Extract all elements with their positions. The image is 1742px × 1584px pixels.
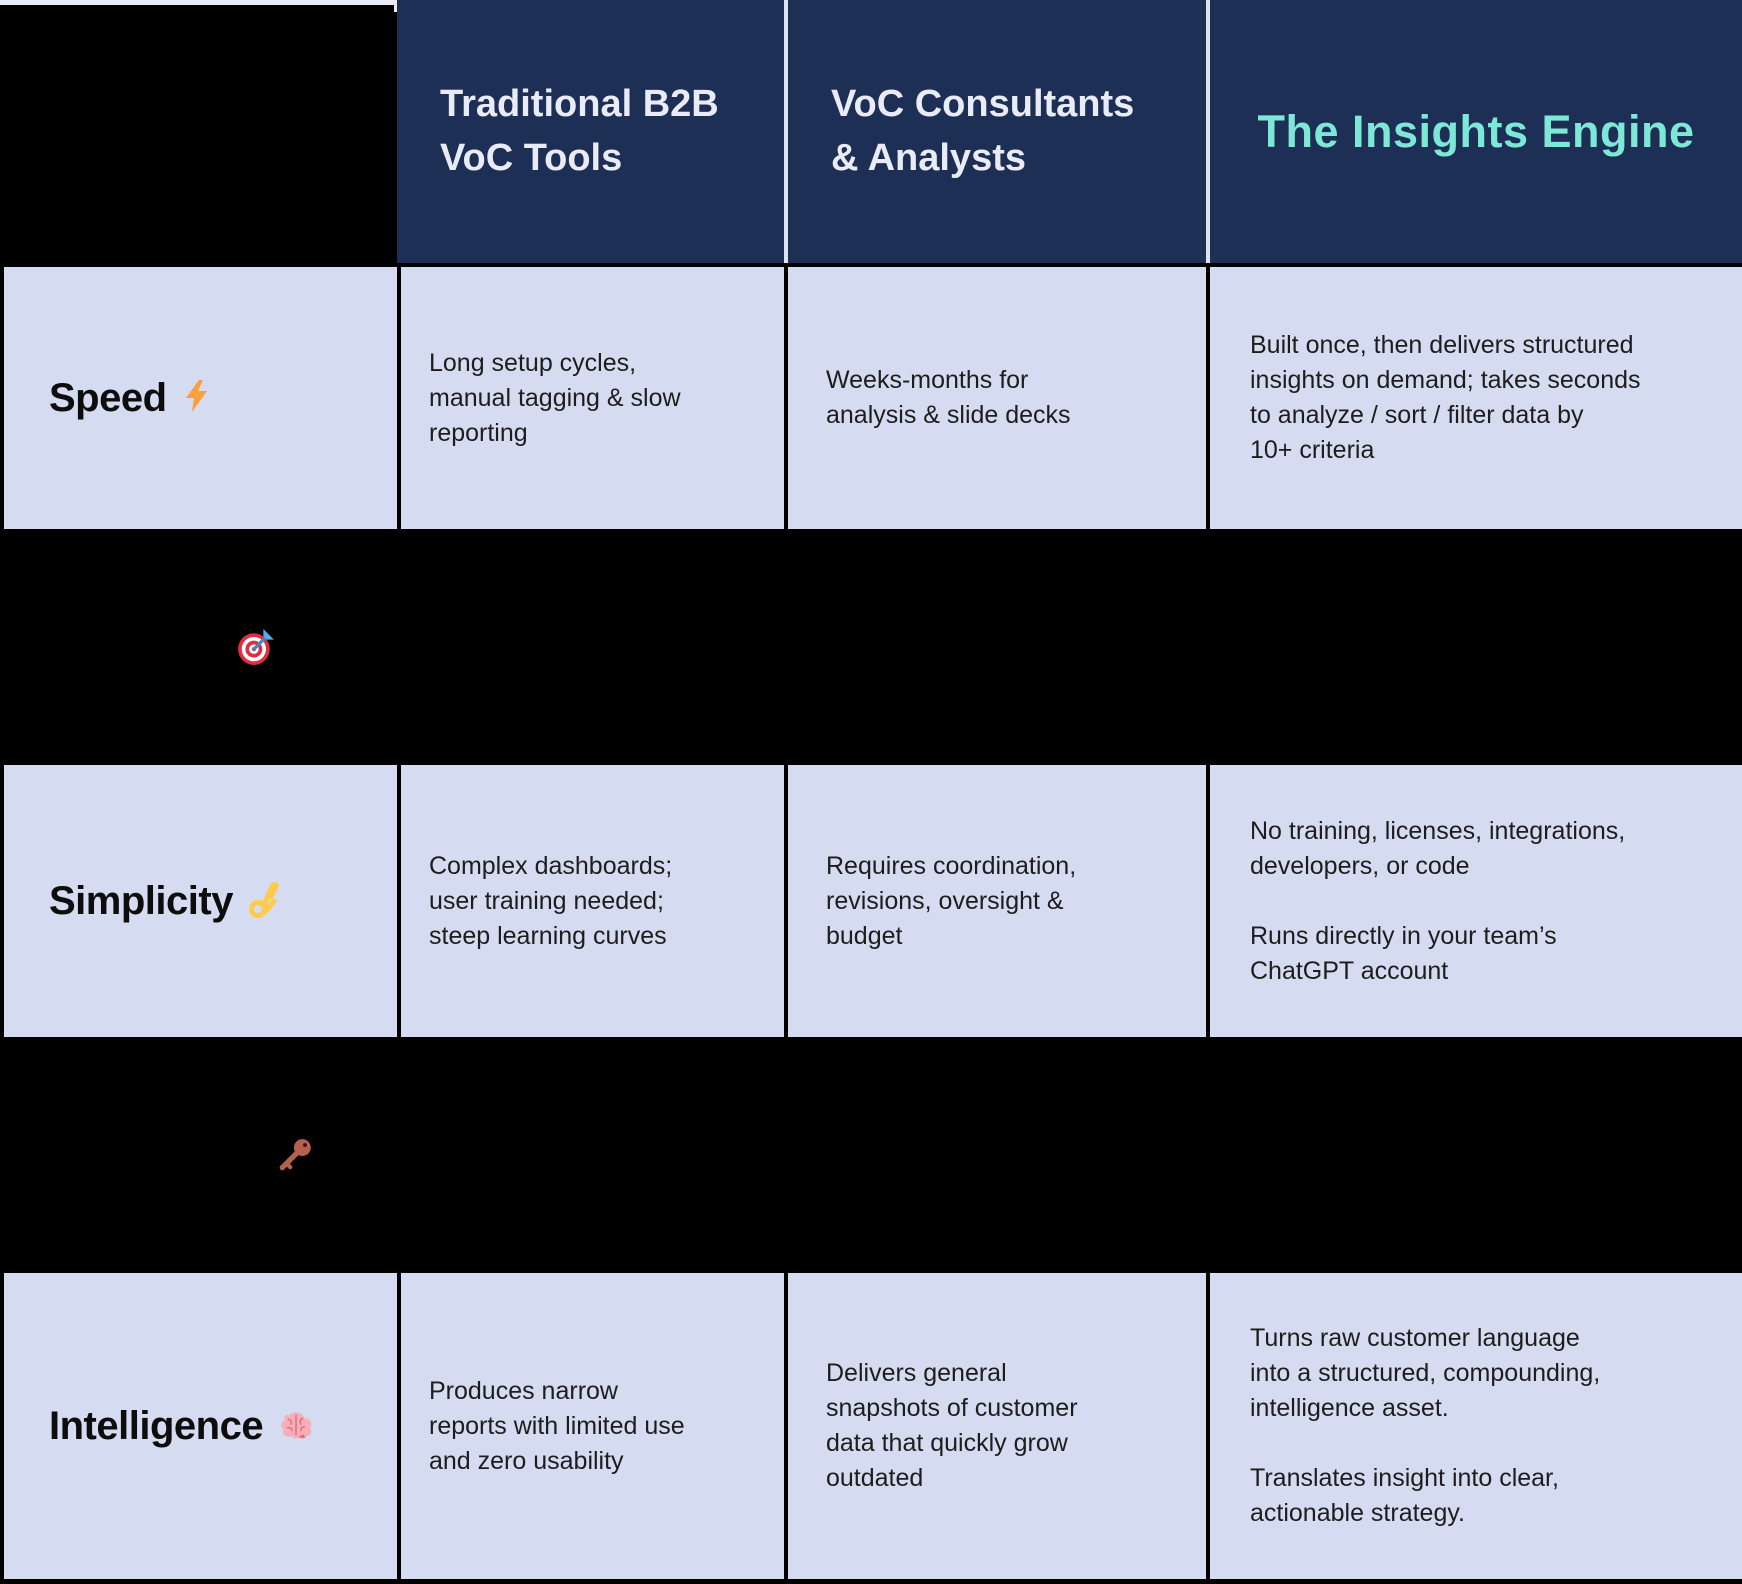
cell-text: Weeks-months for analysis & slide decks [826, 366, 1071, 429]
ok-hand-icon [247, 879, 283, 924]
brain-icon [277, 1407, 315, 1446]
cell-simplicity-consultants: Requires coordination, revisions, oversi… [788, 765, 1206, 1037]
header-traditional-voc-tools: Traditional B2B VoC Tools [397, 0, 784, 263]
cell-speed-traditional: Long setup cycles, manual tagging & slow… [401, 267, 784, 529]
hidden-row-band-2 [0, 1037, 1742, 1273]
row-label-text: Simplicity [49, 878, 233, 923]
cell-simplicity-insights-engine: No training, licenses, integrations, dev… [1210, 765, 1742, 1037]
cell-intelligence-traditional: Produces narrow reports with limited use… [401, 1273, 784, 1579]
header-label: Traditional B2B VoC Tools [440, 82, 719, 179]
hidden-row-band-1 [0, 529, 1742, 765]
cell-text: No training, licenses, integrations, dev… [1250, 816, 1626, 985]
row-label-speed: Speed [4, 267, 397, 529]
row-label-simplicity: Simplicity [4, 765, 397, 1037]
cell-speed-insights-engine: Built once, then delivers structured ins… [1210, 267, 1742, 529]
cell-text: Requires coordination, revisions, oversi… [826, 851, 1077, 950]
header-label: The Insights Engine [1257, 105, 1695, 157]
row-label-intelligence: Intelligence [4, 1273, 397, 1579]
header-column-divider [784, 0, 788, 263]
corner-strip-tick [394, 0, 398, 12]
corner-top-strip [0, 0, 396, 5]
row-label-text: Speed [49, 375, 167, 420]
cell-intelligence-consultants: Delivers general snapshots of customer d… [788, 1273, 1206, 1579]
cell-text: Complex dashboards; user training needed… [429, 851, 673, 950]
cell-simplicity-traditional: Complex dashboards; user training needed… [401, 765, 784, 1037]
header-voc-consultants-analysts: VoC Consultants & Analysts [788, 0, 1206, 263]
header-label: VoC Consultants & Analysts [831, 82, 1135, 179]
target-icon [237, 628, 275, 671]
cell-speed-consultants: Weeks-months for analysis & slide decks [788, 267, 1206, 529]
cell-text: Turns raw customer language into a struc… [1250, 1324, 1601, 1527]
cell-text: Built once, then delivers structured ins… [1250, 331, 1641, 464]
cell-text: Long setup cycles, manual tagging & slow… [429, 348, 681, 447]
header-corner-cell [0, 0, 398, 263]
header-insights-engine: The Insights Engine [1210, 0, 1742, 263]
lightning-icon [181, 379, 213, 418]
header-column-divider [1206, 0, 1210, 263]
cell-text: Produces narrow reports with limited use… [429, 1376, 685, 1475]
key-icon [277, 1136, 315, 1179]
cell-text: Delivers general snapshots of customer d… [826, 1359, 1078, 1492]
row-label-text: Intelligence [49, 1403, 264, 1448]
cell-intelligence-insights-engine: Turns raw customer language into a struc… [1210, 1273, 1742, 1579]
